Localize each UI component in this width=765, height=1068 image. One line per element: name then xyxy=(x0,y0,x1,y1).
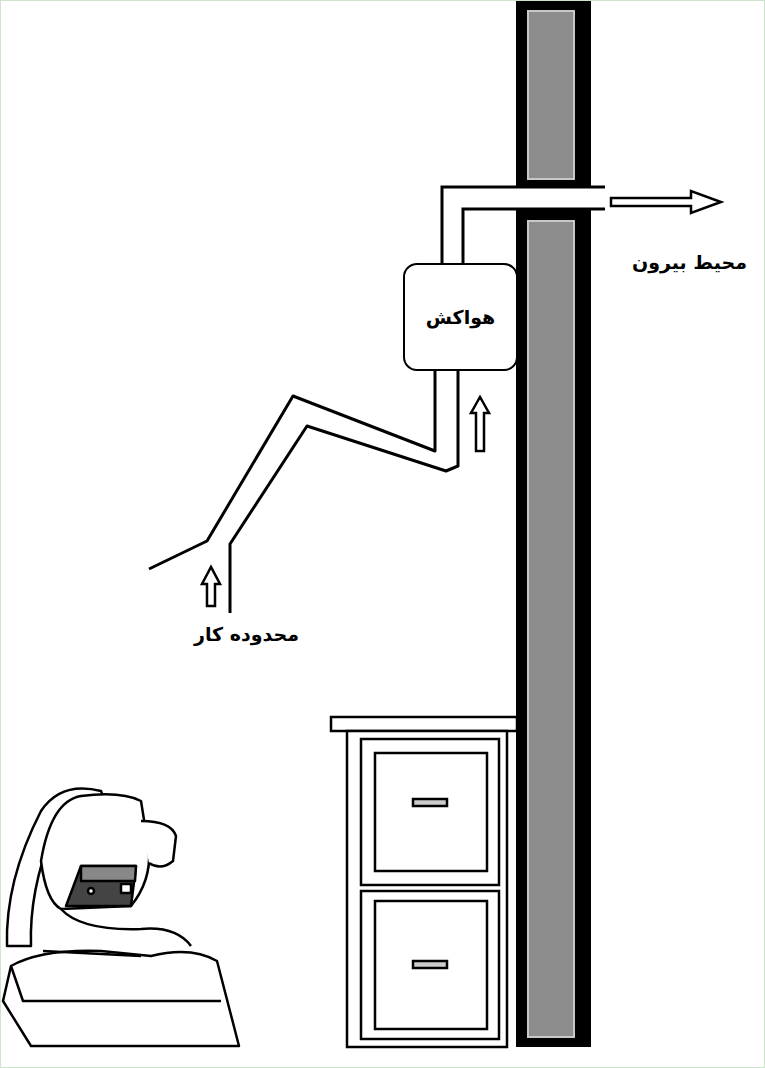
chair xyxy=(3,789,239,1047)
wall xyxy=(516,1,591,1047)
cabinet xyxy=(331,717,517,1047)
fan-label: هواکش xyxy=(426,306,496,328)
area-label: محیط بیرون xyxy=(629,251,750,273)
duct xyxy=(149,187,607,613)
fan-box: هواکش xyxy=(403,263,518,371)
area-label: محدوده کار xyxy=(191,623,302,645)
